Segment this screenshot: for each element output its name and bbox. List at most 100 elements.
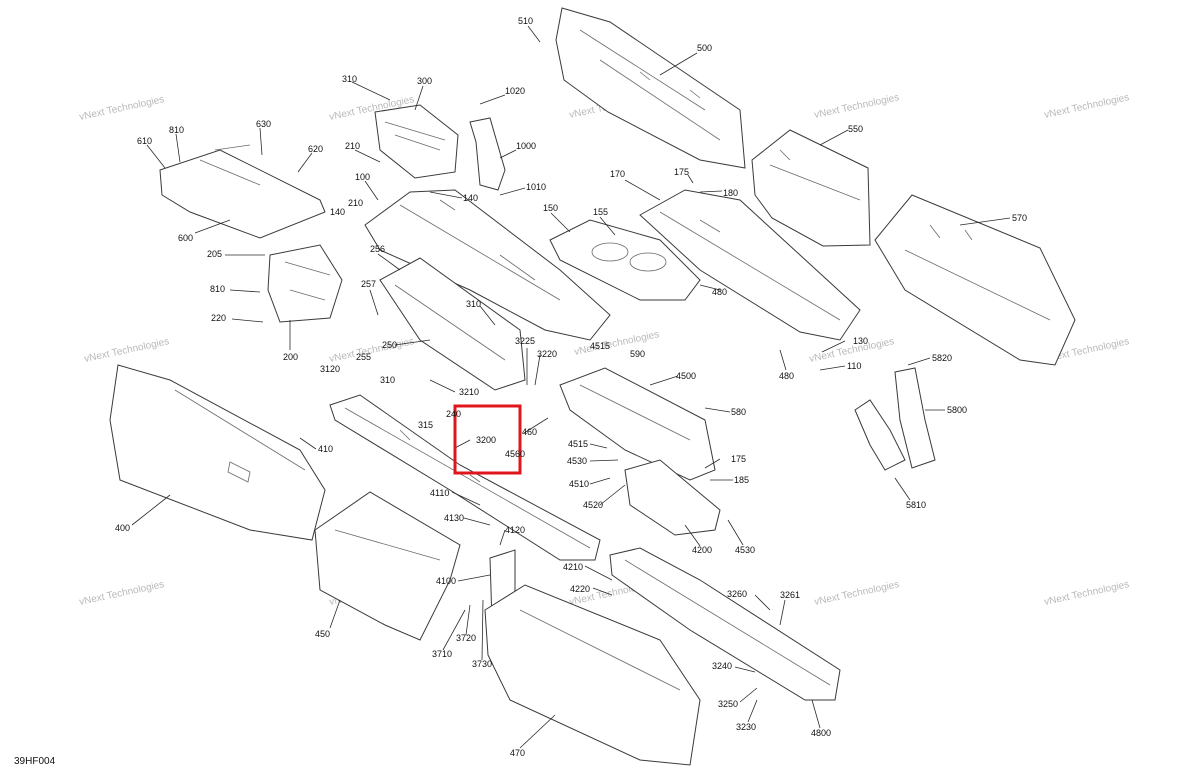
watermark: vNext Technologies <box>813 579 900 608</box>
callout-3200[interactable]: 3200 <box>476 435 496 445</box>
watermark: vNext Technologies <box>78 94 165 123</box>
part-5800-boot <box>894 367 936 469</box>
callout-220[interactable]: 220 <box>211 313 226 323</box>
callout-4515-top[interactable]: 4515 <box>590 341 610 351</box>
callout-210b[interactable]: 210 <box>348 198 363 208</box>
part-3200-rail <box>329 394 601 561</box>
callout-140b[interactable]: 140 <box>330 207 345 217</box>
callout-256[interactable]: 256 <box>370 244 385 254</box>
callout-5800[interactable]: 5800 <box>947 405 967 415</box>
callout-600[interactable]: 600 <box>178 233 193 243</box>
callout-630[interactable]: 630 <box>256 119 271 129</box>
callout-570[interactable]: 570 <box>1012 213 1027 223</box>
callout-450[interactable]: 450 <box>315 629 330 639</box>
callout-620[interactable]: 620 <box>308 144 323 154</box>
callout-810[interactable]: 810 <box>169 125 184 135</box>
callout-1010[interactable]: 1010 <box>526 182 546 192</box>
callout-400[interactable]: 400 <box>115 523 130 533</box>
callout-470[interactable]: 470 <box>510 748 525 758</box>
callout-100[interactable]: 100 <box>355 172 370 182</box>
callout-300[interactable]: 300 <box>417 76 432 86</box>
callout-3250[interactable]: 3250 <box>718 699 738 709</box>
callout-3120[interactable]: 3120 <box>320 364 340 374</box>
callout-3710[interactable]: 3710 <box>432 649 452 659</box>
part-1000-bracket <box>469 117 506 191</box>
callout-4220[interactable]: 4220 <box>570 584 590 594</box>
callout-4560[interactable]: 4560 <box>505 449 525 459</box>
callout-3720[interactable]: 3720 <box>456 633 476 643</box>
callout-255[interactable]: 255 <box>356 352 371 362</box>
callout-257[interactable]: 257 <box>361 279 376 289</box>
callout-1000[interactable]: 1000 <box>516 141 536 151</box>
callout-460[interactable]: 460 <box>522 427 537 437</box>
callout-410[interactable]: 410 <box>318 444 333 454</box>
callout-3260[interactable]: 3260 <box>727 589 747 599</box>
callout-4530b[interactable]: 4530 <box>735 545 755 555</box>
callout-185[interactable]: 185 <box>734 475 749 485</box>
callout-210[interactable]: 210 <box>345 141 360 151</box>
part-600-tray <box>159 149 326 239</box>
callout-4800[interactable]: 4800 <box>811 728 831 738</box>
callout-4100[interactable]: 4100 <box>436 576 456 586</box>
leader-lines <box>131 25 1011 749</box>
part-550-panel <box>751 129 871 247</box>
part-150-cupholder <box>549 219 701 301</box>
callout-205[interactable]: 205 <box>207 249 222 259</box>
callout-4110[interactable]: 4110 <box>430 488 449 498</box>
callout-3210[interactable]: 3210 <box>459 387 479 397</box>
highlight-box-3200 <box>453 404 522 475</box>
callout-480b[interactable]: 480 <box>779 371 794 381</box>
callout-315[interactable]: 315 <box>418 420 433 430</box>
callout-155[interactable]: 155 <box>593 207 608 217</box>
callout-3230[interactable]: 3230 <box>736 722 756 732</box>
callout-3261[interactable]: 3261 <box>780 590 800 600</box>
callout-200[interactable]: 200 <box>283 352 298 362</box>
callout-4530[interactable]: 4530 <box>567 456 587 466</box>
watermark: vNext Technologies <box>328 336 415 365</box>
callout-170[interactable]: 170 <box>610 169 625 179</box>
callout-3730[interactable]: 3730 <box>472 659 492 669</box>
callout-4120[interactable]: 4120 <box>505 525 525 535</box>
callout-4200[interactable]: 4200 <box>692 545 712 555</box>
callout-4500[interactable]: 4500 <box>676 371 696 381</box>
callout-140[interactable]: 140 <box>463 193 478 203</box>
callout-510[interactable]: 510 <box>518 16 533 26</box>
parts-artwork <box>109 7 1076 766</box>
part-200-bracket <box>267 244 343 323</box>
callout-4515[interactable]: 4515 <box>568 439 588 449</box>
callout-550[interactable]: 550 <box>848 124 863 134</box>
callout-240[interactable]: 240 <box>446 409 461 419</box>
callout-310c[interactable]: 310 <box>380 375 395 385</box>
part-400-panel <box>109 364 326 541</box>
callout-130[interactable]: 130 <box>853 336 868 346</box>
callout-5820[interactable]: 5820 <box>932 353 952 363</box>
callout-310b[interactable]: 310 <box>466 299 481 309</box>
callout-175b[interactable]: 175 <box>731 454 746 464</box>
callout-480[interactable]: 480 <box>712 287 727 297</box>
callout-3240[interactable]: 3240 <box>712 661 732 671</box>
callout-180[interactable]: 180 <box>723 188 738 198</box>
callout-4510[interactable]: 4510 <box>569 479 589 489</box>
part-5800-boot <box>854 399 906 471</box>
callout-250[interactable]: 250 <box>382 340 397 350</box>
watermark: vNext Technologies <box>1043 92 1130 121</box>
callout-610[interactable]: 610 <box>137 136 152 146</box>
callout-4130[interactable]: 4130 <box>444 513 464 523</box>
callout-4520[interactable]: 4520 <box>583 500 603 510</box>
callout-5810[interactable]: 5810 <box>906 500 926 510</box>
callout-310[interactable]: 310 <box>342 74 357 84</box>
part-4200-bracket <box>624 459 721 536</box>
callout-3220[interactable]: 3220 <box>537 349 557 359</box>
callout-500[interactable]: 500 <box>697 43 712 53</box>
callout-150[interactable]: 150 <box>543 203 558 213</box>
callout-580[interactable]: 580 <box>731 407 746 417</box>
callout-810b[interactable]: 810 <box>210 284 225 294</box>
callout-4210[interactable]: 4210 <box>563 562 583 572</box>
callout-175[interactable]: 175 <box>674 167 689 177</box>
callout-3225[interactable]: 3225 <box>515 336 535 346</box>
callout-110[interactable]: 110 <box>847 361 861 371</box>
callout-1020[interactable]: 1020 <box>505 86 525 96</box>
callout-590[interactable]: 590 <box>630 349 645 359</box>
watermark: vNext Technologies <box>78 579 165 608</box>
